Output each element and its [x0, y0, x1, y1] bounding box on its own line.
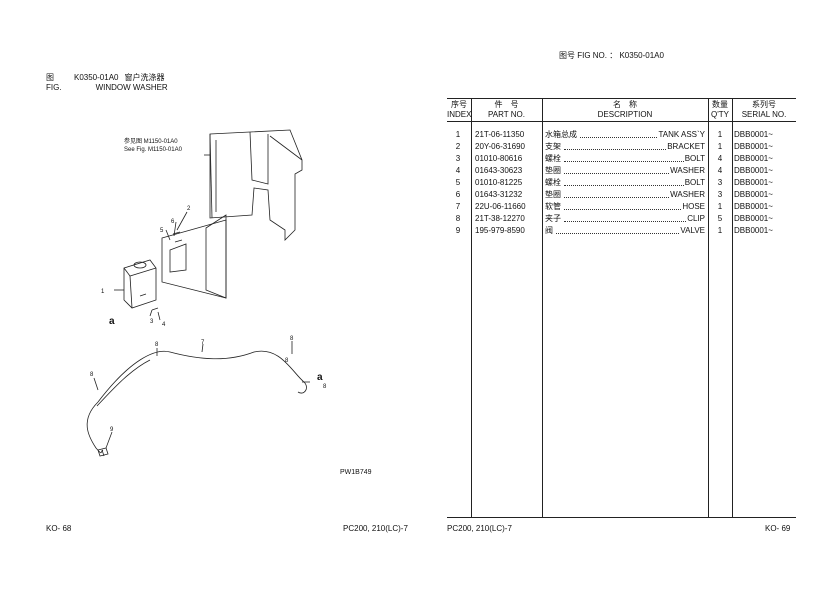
callout-8b: 8 — [290, 336, 294, 342]
fig-code: K0350-01A0 — [74, 73, 119, 82]
fig-label-cn: 图 — [46, 73, 54, 82]
table-divider — [471, 99, 472, 517]
header-serial: 系列号 SERIAL NO. — [741, 100, 787, 119]
right-model-name: PC200, 210(LC)-7 — [447, 524, 512, 533]
callout-5: 5 — [160, 228, 164, 234]
fig-no-label: 图号 FIG NO. ： — [559, 51, 618, 60]
table-divider — [732, 99, 733, 517]
left-model-name: PC200, 210(LC)-7 — [343, 524, 408, 533]
check-valve — [97, 447, 109, 457]
header-divider — [447, 121, 796, 122]
drawing-id: PW1B749 — [340, 469, 372, 476]
bracket-plate — [205, 214, 227, 299]
callout-2: 2 — [187, 206, 191, 212]
figure-title-en: WINDOW WASHER — [95, 83, 168, 92]
right-figure-header: 图号 FIG NO. ： K0350-01A0 — [559, 50, 664, 61]
header-qty: 数量 Q'TY — [711, 100, 729, 119]
right-page-number: KO- 69 — [765, 524, 791, 533]
cab-panel-outline — [209, 129, 303, 241]
callout-8: 8 — [155, 342, 159, 348]
left-page-number: KO- 68 — [46, 524, 72, 533]
table-divider — [542, 99, 543, 517]
fig-no: K0350-01A0 — [619, 51, 664, 60]
tank-cap — [133, 261, 147, 269]
callout-8c: 8 — [90, 372, 94, 378]
parts-table: 序号 INDEX 件 号 PART NO. 名 称 DESCRIPTION 数量… — [447, 98, 796, 518]
callout-4: 4 — [162, 322, 166, 328]
figure-title-cn: 窗户洗涤器 — [124, 73, 165, 82]
callout-7: 7 — [201, 340, 205, 346]
callout-8d: 8 — [285, 358, 289, 364]
drawing-svg: 参见图 M1150-01A0 See Fig. M1150-01A0 1 2 3… — [86, 129, 372, 476]
left-figure-header: 图 K0350-01A0 窗户洗涤器 FIG. WINDOW WASHER — [46, 72, 168, 92]
connection-mark-a-tank: a — [109, 316, 115, 327]
washer-tank — [123, 259, 157, 309]
callout-8e: 8 — [323, 384, 327, 390]
drawing-ref-cn: 参见图 M1150-01A0 — [124, 137, 178, 145]
connection-mark-a-hose: a — [317, 372, 323, 383]
header-description: 名 称 DESCRIPTION — [597, 100, 653, 119]
callout-1: 1 — [101, 289, 105, 295]
table-divider — [708, 99, 709, 517]
callout-9: 9 — [110, 427, 114, 433]
callout-6: 6 — [171, 219, 175, 225]
exploded-parts-drawing: 参见图 M1150-01A0 See Fig. M1150-01A0 1 2 3… — [40, 120, 400, 490]
fig-label-en: FIG. — [46, 83, 62, 92]
callout-3: 3 — [150, 319, 154, 325]
header-part-no: 件 号 PART NO. — [488, 100, 525, 119]
hose-line — [86, 401, 104, 454]
drawing-ref-en: See Fig. M1150-01A0 — [124, 147, 183, 153]
header-index: 序号 INDEX — [447, 100, 472, 119]
